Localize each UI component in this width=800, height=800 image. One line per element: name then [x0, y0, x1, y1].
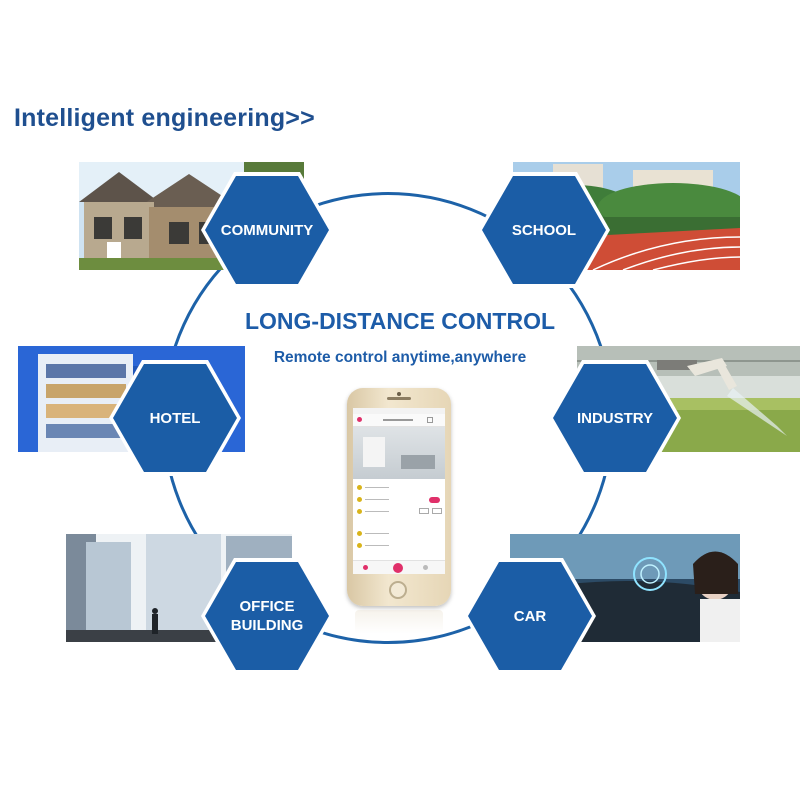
- bulb-icon: [357, 543, 362, 548]
- row-text: [365, 511, 389, 512]
- car-label: CAR: [513, 607, 547, 625]
- small-button[interactable]: [419, 508, 429, 514]
- front-camera-icon: [397, 392, 401, 396]
- setting-row[interactable]: [357, 530, 441, 538]
- center-subtitle: Remote control anytime,anywhere: [273, 349, 527, 366]
- community-hexagon[interactable]: COMMUNITY: [201, 172, 333, 288]
- menu-icon[interactable]: [427, 417, 433, 423]
- back-icon[interactable]: [357, 417, 362, 422]
- bulb-icon: [357, 497, 362, 502]
- hotel-label: HOTEL: [149, 409, 201, 427]
- microphone-icon[interactable]: [393, 563, 403, 573]
- phone-reflection: [355, 610, 443, 634]
- app-header: [353, 414, 445, 427]
- setting-row[interactable]: [357, 496, 441, 504]
- toggle-switch[interactable]: [429, 497, 440, 503]
- phone-screen: [353, 408, 445, 574]
- industry-hexagon[interactable]: INDUSTRY: [549, 360, 681, 476]
- office-building-label: OFFICE BUILDING: [230, 598, 304, 634]
- header-title-bar: [383, 419, 413, 421]
- bulb-icon: [357, 485, 362, 490]
- home-button[interactable]: [389, 581, 407, 599]
- row-text: [365, 499, 389, 500]
- community-label: COMMUNITY: [220, 221, 314, 239]
- row-text: [365, 545, 389, 546]
- room-sofa: [401, 455, 435, 469]
- row-text: [365, 487, 389, 488]
- bottom-tab-bar: [353, 560, 445, 574]
- bulb-icon: [357, 509, 362, 514]
- setting-row[interactable]: [357, 542, 441, 550]
- status-bar: [353, 408, 445, 414]
- room-image: [353, 427, 445, 479]
- room-window: [363, 437, 385, 467]
- school-label: SCHOOL: [511, 221, 577, 239]
- speaker-grille: [387, 397, 411, 400]
- small-button[interactable]: [432, 508, 442, 514]
- industry-label: INDUSTRY: [576, 409, 654, 427]
- home-tab-icon[interactable]: [363, 565, 368, 570]
- smartphone-mockup: [347, 388, 451, 606]
- hotel-hexagon[interactable]: HOTEL: [109, 360, 241, 476]
- bulb-icon: [357, 531, 362, 536]
- row-text: [365, 533, 389, 534]
- setting-row[interactable]: [357, 508, 442, 516]
- setting-row[interactable]: [357, 484, 441, 492]
- page-heading: Intelligent engineering>>: [14, 104, 315, 132]
- settings-tab-icon[interactable]: [423, 565, 428, 570]
- center-title: LONG-DISTANCE CONTROL: [244, 308, 556, 334]
